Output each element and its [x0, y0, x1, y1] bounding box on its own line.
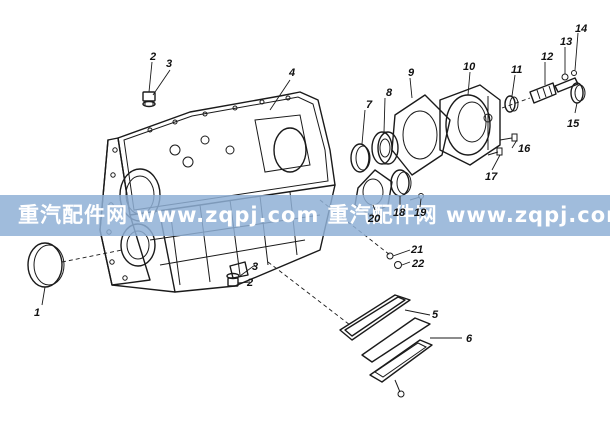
callout-10: 10	[463, 61, 476, 73]
bearing-part-8	[371, 131, 399, 165]
callout-16: 16	[518, 143, 531, 155]
callout-14: 14	[575, 23, 587, 35]
watermark-band	[0, 195, 610, 236]
callout-7: 7	[366, 99, 373, 111]
gasket-part-9	[391, 94, 451, 176]
callout-20: 20	[367, 213, 381, 225]
shaft-assembly	[501, 70, 586, 113]
callout-11: 11	[511, 64, 522, 76]
callout-3: 3	[166, 58, 172, 70]
callout-5: 5	[432, 309, 439, 321]
callout-2: 2	[149, 51, 156, 63]
callout-13: 13	[560, 36, 572, 48]
bolts-16-17	[487, 133, 518, 156]
callout-22: 22	[411, 258, 424, 270]
callout-21: 21	[410, 244, 423, 256]
callout-17: 17	[485, 171, 498, 183]
callout-18: 18	[393, 207, 406, 219]
bottom-cover-and-gasket	[267, 261, 433, 398]
callout-12: 12	[541, 51, 553, 63]
transmission-housing	[99, 91, 336, 293]
callout-15: 15	[567, 118, 580, 130]
callout-4: 4	[288, 67, 295, 79]
callout-numbers: 1 2 3 4 5 6 7 8 9 10 11 12 13 14 15 16 1…	[34, 23, 587, 345]
plug-washer-top	[142, 91, 156, 108]
plug-washer-bottom	[226, 272, 240, 287]
callout-19: 19	[414, 207, 427, 219]
callout-2-lower: 2	[246, 277, 253, 289]
callout-8: 8	[386, 87, 393, 99]
callout-3-lower: 3	[252, 261, 258, 273]
callout-1: 1	[34, 307, 40, 319]
callout-9: 9	[408, 67, 415, 79]
leader-lines	[41, 32, 579, 339]
watermark-text: 重汽配件网 www.zqpj.com 重汽配件网 www.zqpj.com	[18, 203, 610, 227]
seal-ring-part-7	[350, 143, 371, 173]
callout-6: 6	[466, 333, 473, 345]
